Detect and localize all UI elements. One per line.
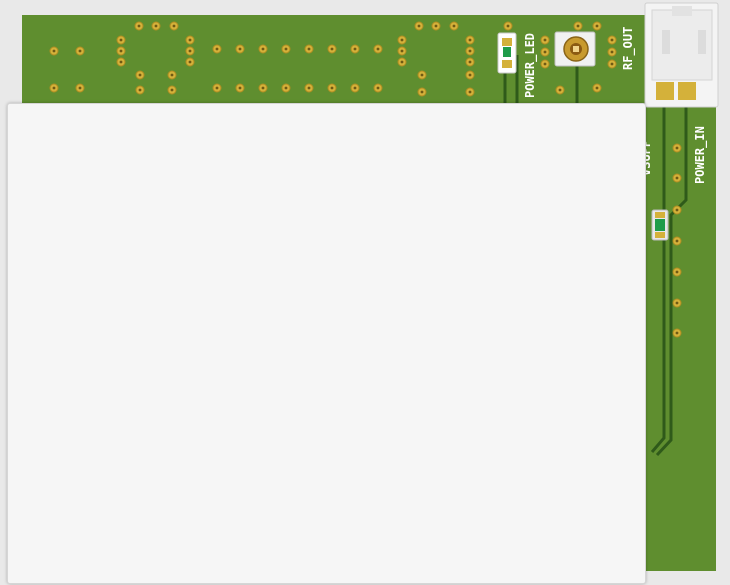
via-hole <box>434 24 438 28</box>
via-hole <box>675 331 679 335</box>
via-hole <box>417 24 421 28</box>
via-hole <box>353 47 357 51</box>
via-hole <box>238 86 242 90</box>
via-hole <box>119 49 123 53</box>
pcb-via-pads <box>49 21 682 338</box>
via-hole <box>675 208 679 212</box>
via-hole <box>468 90 472 94</box>
via-hole <box>261 47 265 51</box>
rf-out-label: RF_OUT <box>621 27 636 70</box>
via-hole <box>595 86 599 90</box>
via-hole <box>420 90 424 94</box>
via-hole <box>452 24 456 28</box>
via-hole <box>188 38 192 42</box>
via-hole <box>675 176 679 180</box>
via-hole <box>170 73 174 77</box>
via-hole <box>468 38 472 42</box>
via-hole <box>138 73 142 77</box>
via-hole <box>261 86 265 90</box>
via-hole <box>543 50 547 54</box>
via-hole <box>400 38 404 42</box>
pcb-substrate-top <box>22 15 642 107</box>
via-hole <box>376 86 380 90</box>
power-led-component[interactable] <box>497 32 517 74</box>
via-hole <box>400 60 404 64</box>
via-hole <box>238 47 242 51</box>
via-hole <box>353 86 357 90</box>
via-hole <box>376 47 380 51</box>
via-hole <box>52 49 56 53</box>
via-hole <box>675 301 679 305</box>
via-hole <box>468 49 472 53</box>
via-hole <box>172 24 176 28</box>
via-hole <box>215 47 219 51</box>
via-hole <box>558 88 562 92</box>
pcb-substrate-right <box>636 15 716 571</box>
power-in-label: POWER_IN <box>693 126 708 184</box>
via-hole <box>675 146 679 150</box>
via-hole <box>138 88 142 92</box>
via-hole <box>78 49 82 53</box>
via-hole <box>170 88 174 92</box>
via-hole <box>468 73 472 77</box>
via-hole <box>307 47 311 51</box>
via-hole <box>595 24 599 28</box>
power-led-label: POWER_LED <box>523 33 538 98</box>
via-hole <box>610 38 614 42</box>
via-hole <box>675 239 679 243</box>
via-hole <box>330 86 334 90</box>
via-hole <box>543 38 547 42</box>
overlay-panel <box>7 103 646 584</box>
via-hole <box>610 62 614 66</box>
rf-out-connector[interactable] <box>554 31 596 67</box>
via-hole <box>330 47 334 51</box>
via-hole <box>284 47 288 51</box>
via-hole <box>420 73 424 77</box>
via-hole <box>137 24 141 28</box>
via-hole <box>52 86 56 90</box>
via-hole <box>543 62 547 66</box>
via-hole <box>506 24 510 28</box>
via-hole <box>78 86 82 90</box>
via-hole <box>400 49 404 53</box>
via-hole <box>119 38 123 42</box>
via-hole <box>188 49 192 53</box>
vsupp-capacitor[interactable] <box>651 209 669 241</box>
via-hole <box>468 60 472 64</box>
via-hole <box>215 86 219 90</box>
via-hole <box>675 270 679 274</box>
via-hole <box>119 60 123 64</box>
via-hole <box>154 24 158 28</box>
via-hole <box>284 86 288 90</box>
via-hole <box>188 60 192 64</box>
power-in-connector[interactable] <box>644 2 719 108</box>
via-hole <box>576 24 580 28</box>
via-hole <box>610 50 614 54</box>
via-hole <box>307 86 311 90</box>
